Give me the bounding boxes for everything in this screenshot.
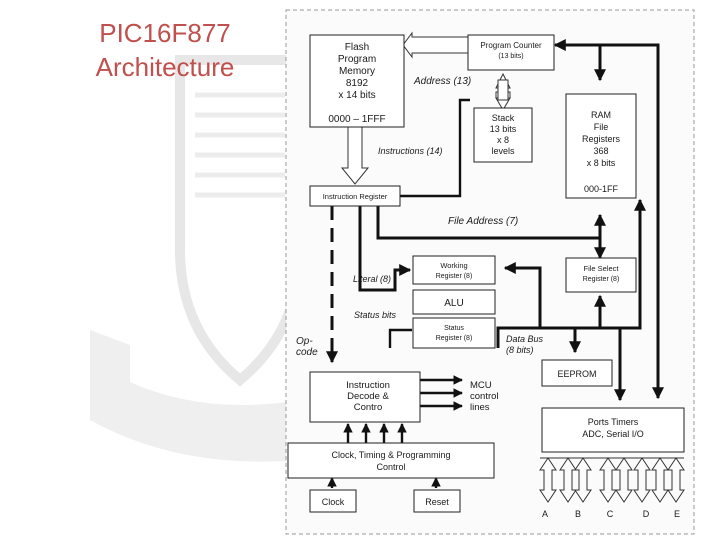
svg-text:Contro: Contro bbox=[354, 402, 383, 413]
svg-text:D: D bbox=[643, 509, 650, 519]
svg-text:Clock: Clock bbox=[322, 497, 345, 507]
svg-text:Decode &: Decode & bbox=[347, 391, 389, 402]
ports-timers-block: Ports Timers ADC, Serial I/O bbox=[541, 407, 685, 453]
svg-text:C: C bbox=[607, 509, 614, 519]
svg-text:Status: Status bbox=[444, 325, 464, 332]
svg-text:x 14 bits: x 14 bits bbox=[338, 90, 375, 101]
svg-text:ALU: ALU bbox=[444, 298, 463, 309]
literal-line bbox=[358, 206, 412, 292]
bus-right-vertical bbox=[555, 43, 660, 395]
svg-text:EEPROM: EEPROM bbox=[557, 369, 596, 379]
svg-text:13 bits: 13 bits bbox=[490, 124, 517, 134]
svg-text:File: File bbox=[594, 122, 609, 132]
svg-text:A: A bbox=[542, 509, 548, 519]
svg-text:Working: Working bbox=[440, 261, 467, 270]
file-address-line bbox=[376, 206, 606, 240]
svg-text:Clock, Timing & Programming: Clock, Timing & Programming bbox=[331, 450, 450, 460]
flash-memory-block: Flash Program Memory 8192 x 14 bits 0000… bbox=[309, 34, 405, 128]
svg-text:000-1FF: 000-1FF bbox=[584, 184, 619, 194]
data-bus-label: Data Bus (8 bits) bbox=[506, 334, 544, 355]
svg-text:File Select: File Select bbox=[583, 264, 619, 273]
port-arrows bbox=[539, 457, 685, 503]
status-bits-label: Status bits bbox=[354, 310, 397, 320]
svg-text:Instruction: Instruction bbox=[346, 380, 390, 391]
svg-text:(8 bits): (8 bits) bbox=[506, 345, 534, 355]
svg-text:RAM: RAM bbox=[591, 110, 611, 120]
svg-text:MCU: MCU bbox=[470, 380, 492, 391]
svg-text:levels: levels bbox=[491, 146, 515, 156]
svg-text:Ports Timers: Ports Timers bbox=[588, 417, 639, 427]
svg-text:E: E bbox=[674, 509, 680, 519]
instruction-decode-block: Instruction Decode & Contro bbox=[309, 371, 421, 423]
clock-timing-block: Clock, Timing & Programming Control bbox=[287, 442, 495, 479]
instruction-register-block: Instruction Register bbox=[309, 185, 401, 207]
svg-text:Registers: Registers bbox=[582, 134, 621, 144]
svg-text:0000 – 1FFF: 0000 – 1FFF bbox=[328, 114, 385, 125]
svg-text:Reset: Reset bbox=[425, 497, 449, 507]
svg-text:Register (8): Register (8) bbox=[583, 276, 620, 283]
svg-text:Control: Control bbox=[376, 462, 405, 472]
literal-label: Literal (8) bbox=[353, 274, 391, 284]
data-bus-to-ram bbox=[600, 198, 646, 330]
svg-text:control: control bbox=[470, 391, 499, 402]
reset-block: Reset bbox=[413, 489, 461, 513]
status-bits-line bbox=[388, 328, 412, 348]
svg-text:B: B bbox=[575, 509, 581, 519]
alu-block: ALU bbox=[412, 289, 496, 315]
svg-text:lines: lines bbox=[470, 402, 490, 413]
opcode-label: Op- code bbox=[296, 336, 318, 358]
instructions-label: Instructions (14) bbox=[378, 146, 443, 156]
status-register-block: Status Register (8) bbox=[412, 317, 496, 349]
svg-text:ADC, Serial I/O: ADC, Serial I/O bbox=[582, 429, 644, 439]
svg-text:Program Counter: Program Counter bbox=[480, 41, 542, 50]
svg-text:x 8: x 8 bbox=[497, 135, 509, 145]
slide-title: PIC16F877 Architecture bbox=[60, 16, 270, 84]
ir-to-pc-line bbox=[400, 98, 470, 198]
eeprom-block: EEPROM bbox=[541, 359, 613, 387]
address-label: Address (13) bbox=[413, 76, 471, 87]
ram-block: RAM File Registers 368 x 8 bits 000-1FF bbox=[565, 93, 637, 199]
file-address-label: File Address (7) bbox=[448, 216, 518, 227]
port-letters: A B C D E bbox=[542, 509, 680, 519]
title-line-1: PIC16F877 bbox=[99, 18, 231, 48]
svg-text:368: 368 bbox=[593, 146, 608, 156]
svg-text:Instruction Register: Instruction Register bbox=[323, 192, 388, 201]
file-select-register-block: File Select Register (8) bbox=[565, 257, 637, 293]
instructions-arrow bbox=[340, 124, 370, 185]
svg-text:code: code bbox=[296, 347, 318, 358]
svg-text:(13 bits): (13 bits) bbox=[498, 53, 523, 60]
pc-stack-shaft bbox=[497, 79, 509, 101]
svg-text:Memory: Memory bbox=[339, 66, 375, 77]
address-arrow bbox=[402, 31, 469, 59]
svg-text:Flash: Flash bbox=[345, 42, 369, 53]
svg-text:Register (8): Register (8) bbox=[436, 273, 473, 280]
svg-text:Program: Program bbox=[338, 54, 376, 65]
mcu-control-lines-label: MCU control lines bbox=[470, 380, 499, 413]
title-line-2: Architecture bbox=[95, 52, 235, 82]
working-register-block: Working Register (8) bbox=[412, 255, 496, 285]
clock-block: Clock bbox=[309, 489, 357, 513]
program-counter-block: Program Counter (13 bits) bbox=[467, 34, 555, 71]
stack-block: Stack 13 bits x 8 levels bbox=[473, 107, 533, 163]
svg-text:Stack: Stack bbox=[492, 113, 515, 123]
svg-text:Op-: Op- bbox=[296, 336, 313, 347]
svg-text:Register (8): Register (8) bbox=[436, 335, 473, 342]
svg-text:8192: 8192 bbox=[346, 78, 369, 89]
svg-text:Data Bus: Data Bus bbox=[506, 334, 544, 344]
svg-text:x 8 bits: x 8 bits bbox=[587, 158, 616, 168]
